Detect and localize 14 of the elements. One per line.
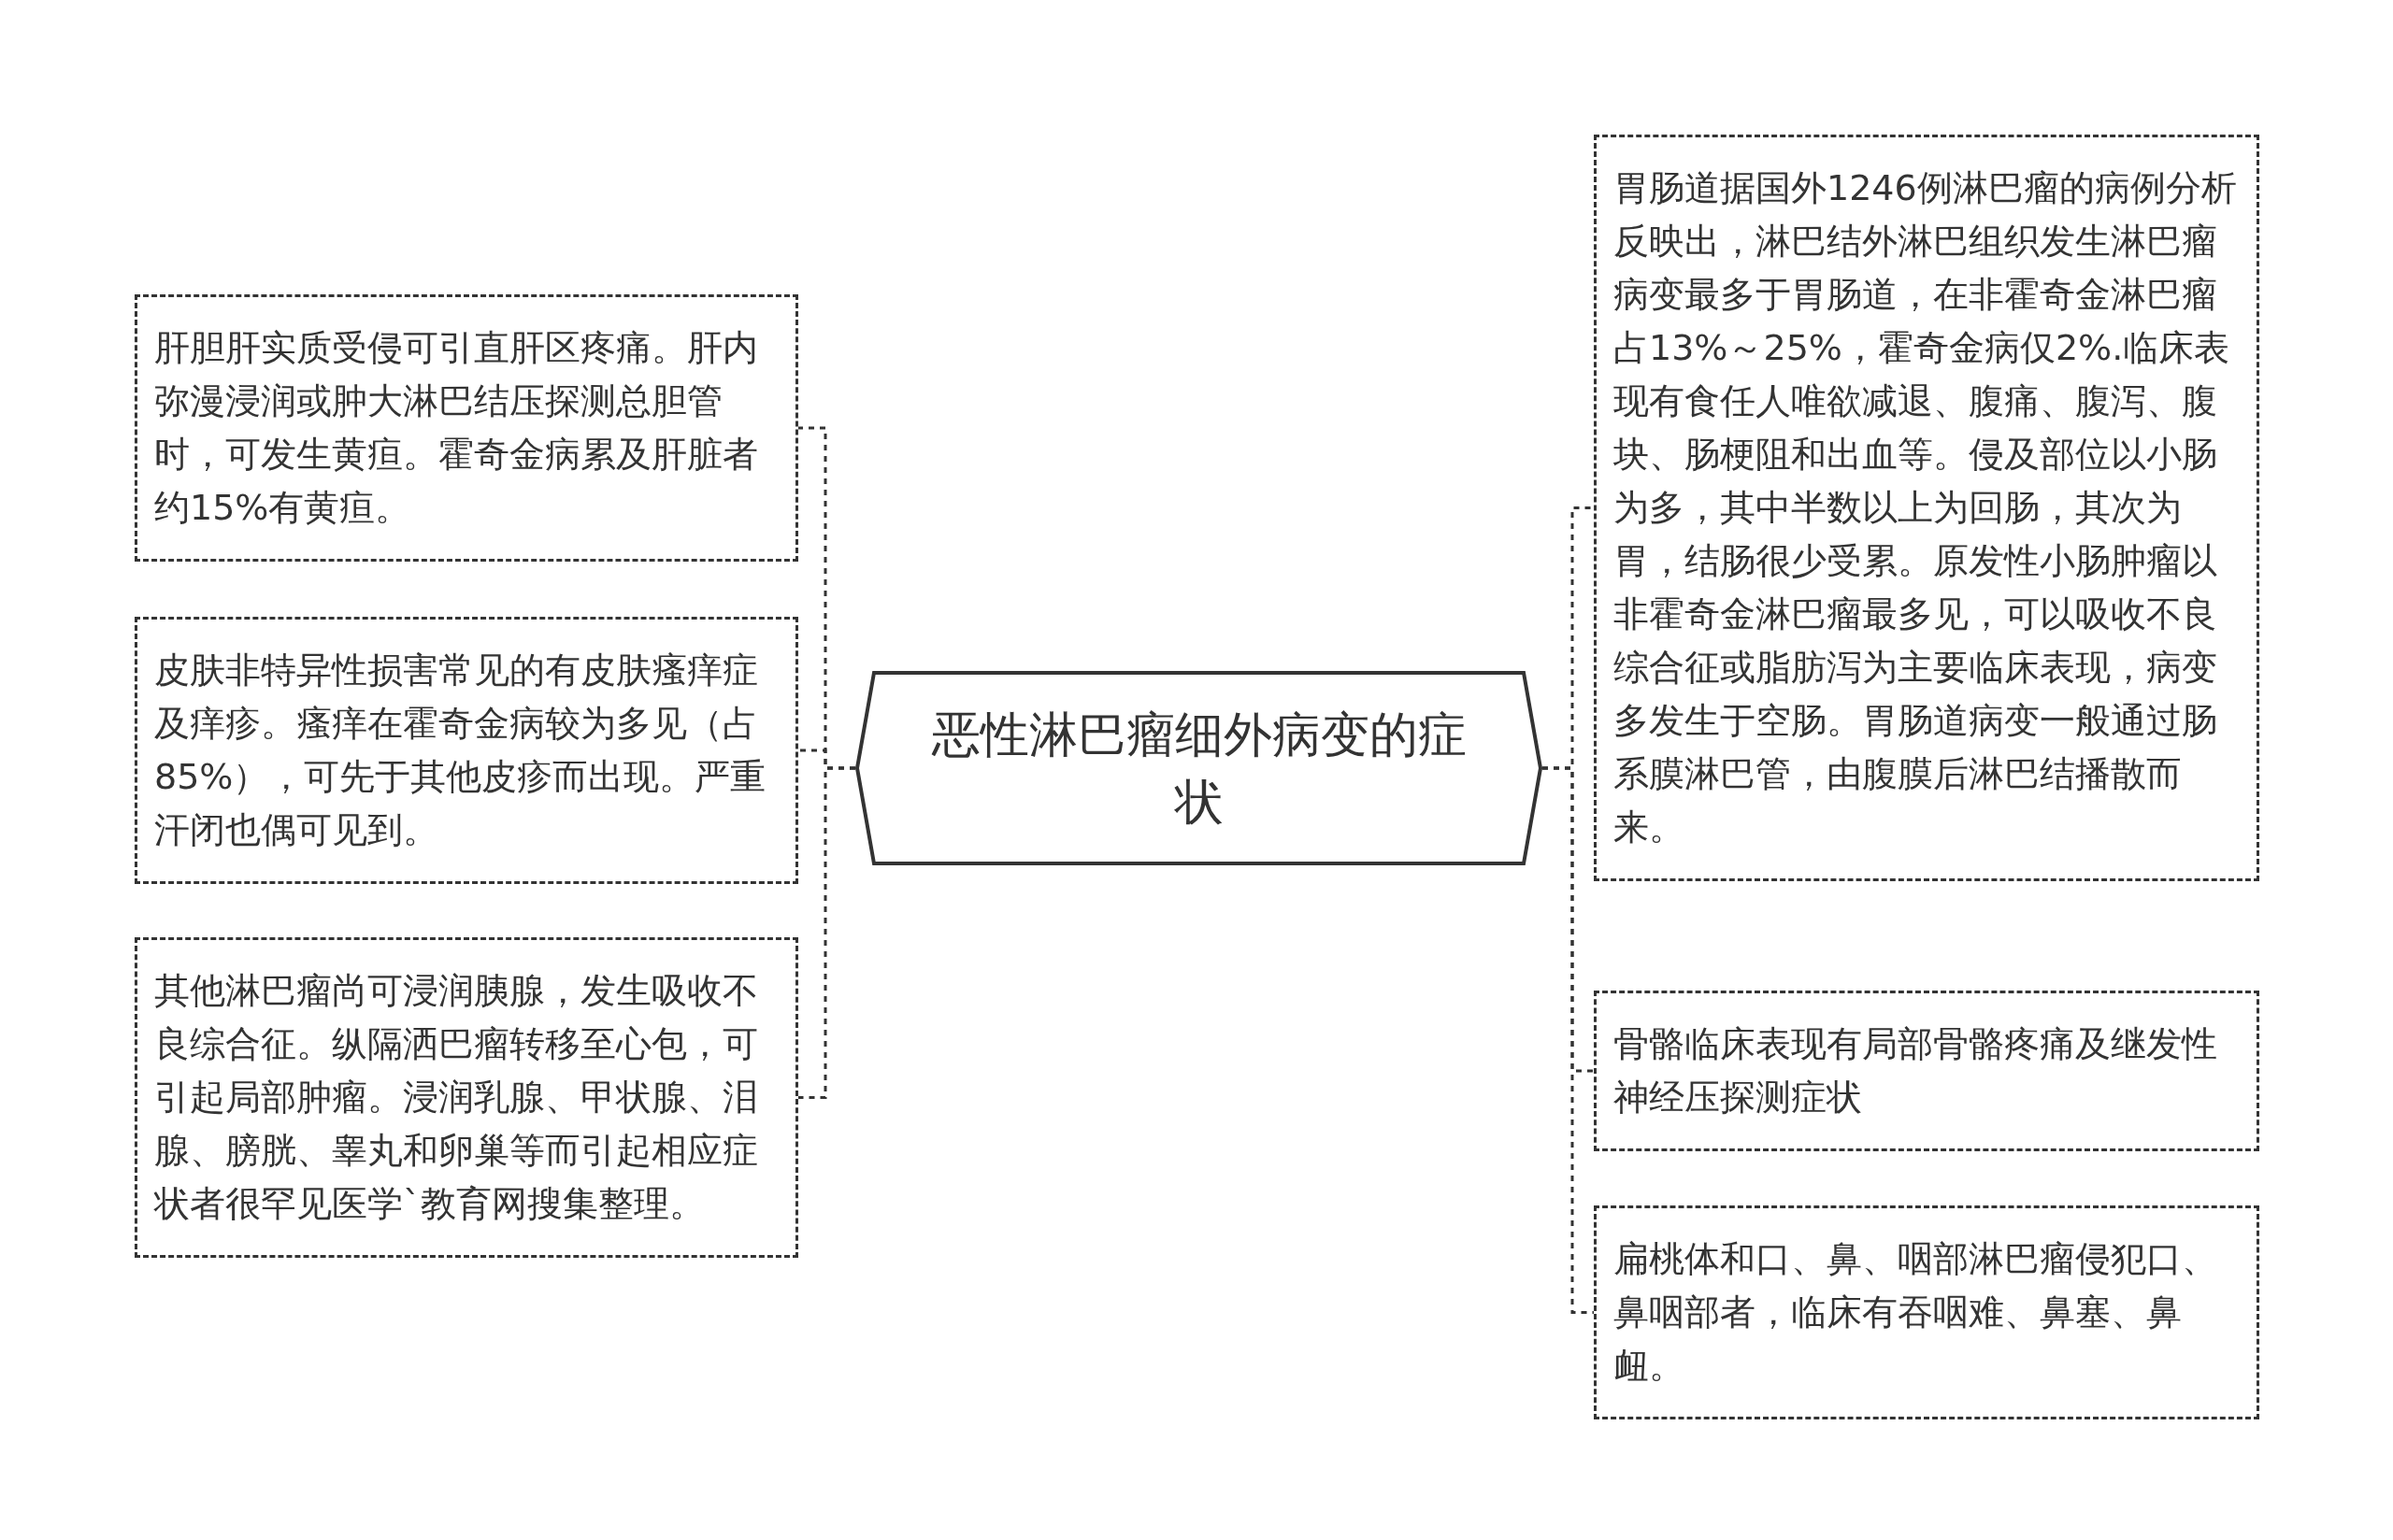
text-box — [135, 294, 798, 562]
description-text: 胃肠道据国外1246例淋巴瘤的病例分析反映出，淋巴结外淋巴组织发生淋巴瘤病变最多于胃肠道，在非霍奇金淋巴瘤占13%～25%，霍奇金病仅2%.临床表现有食任人唯欲减退、腹痛、腹泻、腹块、肠梗阻和出血等。侵及部位以小肠为多，其中半数以上为回肠，其次为胃，结肠很少受累。原发性小肠肿瘤以非霍奇金淋巴瘤最多见，可以吸收不良综合征或脂肪泻为主要临床表现，病变多发生于空肠。胃肠道病变一般通过肠系膜淋巴管，由腹膜后淋巴结播散而来。 — [1613, 166, 2238, 849]
description-text: 骨骼临床表现有局部骨骼疼痛及继发性神经压探测症状 — [1613, 1022, 2218, 1119]
description-text: 扁桃体和口、鼻、咽部淋巴瘤侵犯口、鼻咽部者，临床有吞咽难、鼻塞、鼻衄。 — [1613, 1237, 2218, 1388]
description-text: 其他淋巴瘤尚可浸润胰腺，发生吸收不良综合征。纵隔洒巴瘤转移至心包，可引起局部肿瘤。浸润乳腺、甲状腺、泪腺、膀胱、睾丸和卵巢等而引起相应症状者很罕见医学`教育网搜集整理。 — [154, 969, 759, 1226]
connector-line — [798, 766, 855, 1099]
topic-title: 恶性淋巴瘤细外病变的症状 — [930, 706, 1468, 832]
text-box — [1594, 991, 2259, 1151]
text-box — [135, 617, 798, 884]
description-text: 皮肤非特异性损害常见的有皮肤瘙痒症及痒疹。瘙痒在霍奇金病较为多见（占85%），可先于其他皮疹而出现。严重汗闭也偶可见到。 — [154, 649, 767, 852]
text-box — [1594, 1205, 2259, 1419]
connector-line — [1542, 766, 1594, 1314]
text-box — [135, 937, 798, 1258]
description-text: 肝胆肝实质受侵可引直肝区疼痛。肝内弥漫浸润或肿大淋巴结压探测总胆管时，可发生黄疸。霍奇金病累及肝脏者约15%有黄疸。 — [154, 326, 759, 530]
